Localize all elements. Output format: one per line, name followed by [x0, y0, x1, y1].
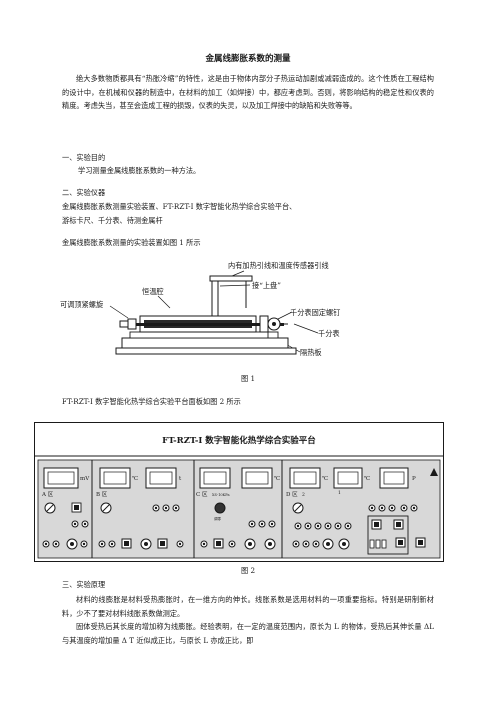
unit-c-d2: ℃: [364, 475, 370, 482]
figure-2-panel: FT-RZT-I 数字智能化热学综合实验平台 mV A 区 ℃ t B 区: [34, 422, 444, 562]
intro-paragraph: 绝大多数物质都具有“热胀冷缩”的特性，这是由于物体内部分子热运动加剧或减弱造成的…: [62, 74, 434, 110]
section-d-label: D 区: [286, 491, 298, 498]
warning-icon: [430, 468, 438, 476]
figure-2-caption: 图 2: [240, 566, 256, 575]
mark-2: 2: [302, 492, 305, 498]
label-screw: 可调顶紧螺旋: [60, 300, 103, 309]
label-chamber: 恒温腔: [142, 287, 164, 296]
section-3-paragraph-2: 固体受热后其长度的增加称为线膨胀。经验表明，在一定的温度范围内，原长为 L 的物…: [62, 622, 434, 645]
figure-1-apparatus: 内有加热引线和温度传感器引线 恒温腔 接“上盘” 可调顶紧螺旋 千分表固定螺钉 …: [60, 261, 340, 357]
section-b-label: B 区: [96, 491, 108, 498]
section-2-heading: 二、实验仪器: [62, 188, 106, 197]
section-1-heading: 一、实验目的: [62, 153, 106, 162]
section-b: ℃ t B 区: [96, 467, 184, 550]
label-gauge: 千分表: [318, 329, 340, 338]
label-insulation: 隔热板: [300, 348, 322, 357]
label-plate: 接“上盘”: [252, 281, 281, 290]
section-2-line-2: 游标卡尺、千分表、待测金属杆: [62, 216, 163, 225]
unit-mv: mV: [80, 476, 90, 482]
section-c-label: C 区: [196, 491, 208, 498]
unit-c-d1: ℃: [322, 475, 328, 482]
figure-2-intro: FT-RZT-I 数字智能化热学综合实验平台面板如图 2 所示: [62, 397, 241, 406]
panel-title: FT-RZT-I 数字智能化热学综合实验平台: [162, 435, 316, 446]
mark-1: 1: [338, 490, 341, 496]
unit-c-b: ℃: [132, 475, 138, 482]
section-3-paragraph-1: 材料的线膨胀是材料受热膨胀时，在一维方向的伸长。线胀系数是选用材料的一项重要指标…: [62, 595, 434, 618]
zero-label: 调零: [214, 516, 221, 521]
range-label: XS-10KPa: [212, 493, 230, 497]
section-2-line-1: 金属线膨胀系数测量实验装置、FT-RZT-I 数字智能化热学综合实验平台、: [62, 202, 297, 211]
section-2-line-3: 金属线膨胀系数测量的实验装置如图 1 所示: [62, 238, 201, 247]
label-fix: 千分表固定螺钉: [290, 308, 340, 317]
section-a: mV A 区: [41, 467, 90, 550]
unit-p: P: [412, 476, 416, 482]
section-d: ℃ ℃ P D 区 1 2: [286, 467, 438, 555]
page-title: 金属线膨胀系数的测量: [205, 54, 291, 64]
section-a-label: A 区: [41, 491, 54, 498]
section-3-heading: 三、实验原理: [62, 580, 106, 589]
section-c: ℃ C 区 XS-10KPa 调零: [196, 467, 280, 550]
section-1-body: 学习测量金属线膨胀系数的一种方法。: [78, 166, 201, 175]
unit-c-c: ℃: [274, 475, 280, 482]
figure-1-caption: 图 1: [240, 374, 256, 383]
unit-t: t: [179, 476, 182, 482]
label-wire: 内有加热引线和温度传感器引线: [228, 261, 329, 270]
